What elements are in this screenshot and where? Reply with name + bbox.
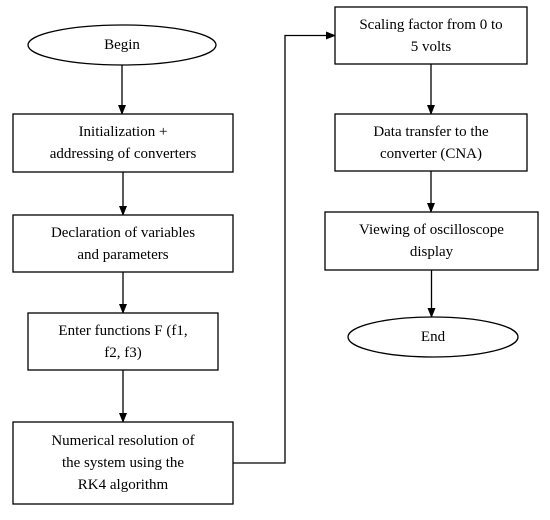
node-end-terminal [347,316,519,358]
arrow-resolution-to-scaling [233,31,336,464]
node-init-box [12,113,234,173]
node-transfer-box [334,113,528,172]
node-scaling-box [334,6,528,65]
node-declare-box [12,214,234,273]
node-begin-terminal [27,24,217,66]
node-resolution-box [12,421,234,505]
node-functions-box [27,312,219,371]
node-viewing-box [324,211,539,271]
